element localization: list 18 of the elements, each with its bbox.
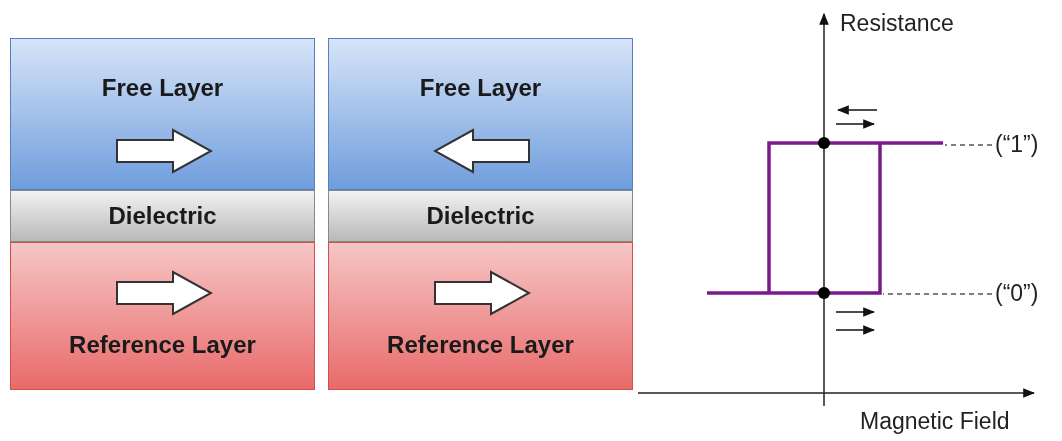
layer-label: Dielectric	[425, 202, 536, 230]
axis-label: Resistance	[840, 10, 954, 37]
dielectric-layer-box	[328, 190, 633, 242]
state-label: (“1”)	[995, 128, 1057, 160]
layer-label: Free Layer	[418, 74, 543, 102]
dielectric-layer-box	[10, 190, 315, 242]
layer-label: Reference Layer	[68, 331, 257, 359]
state-label: (“0”)	[995, 277, 1057, 309]
axis-label: Magnetic Field	[860, 408, 1010, 435]
leader-line	[882, 293, 993, 295]
leader-line	[944, 144, 993, 146]
free-layer-box	[328, 38, 633, 190]
layer-label: Dielectric	[107, 202, 218, 230]
layer-label: Reference Layer	[386, 331, 575, 359]
reference-layer-box	[10, 242, 315, 390]
free-layer-box	[10, 38, 315, 190]
layer-label: Free Layer	[100, 74, 225, 102]
reference-layer-box	[328, 242, 633, 390]
